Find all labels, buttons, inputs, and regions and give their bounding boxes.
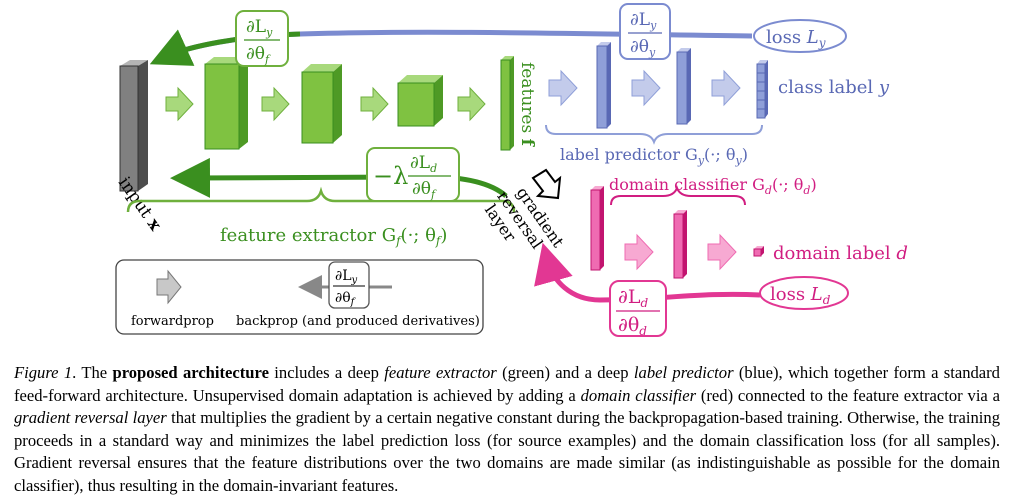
feature-block-3: [397, 75, 443, 127]
svg-text:∂Ly: ∂Ly: [246, 17, 273, 39]
svg-text:∂Ly: ∂Ly: [335, 268, 358, 286]
figure-caption: Figure 1. The proposed architecture incl…: [14, 362, 1000, 497]
forward-arrows-blue: [548, 69, 741, 107]
label-predictor-layer-1: [596, 42, 611, 129]
feature-block-2: [301, 64, 342, 144]
caption-text: includes a deep: [268, 363, 385, 382]
label-predictor-brace: [545, 124, 763, 145]
svg-text:∂Ld: ∂Ld: [410, 153, 437, 175]
architecture-diagram: input x features f feature extractor Gf(…: [114, 3, 908, 338]
domain-classifier-label: domain classifier Gd(·; θd): [609, 175, 817, 197]
caption-bold: proposed architecture: [112, 363, 269, 382]
svg-text:loss Ld: loss Ld: [770, 284, 831, 307]
svg-text:−λ: −λ: [373, 162, 408, 190]
legend-forward-icon: [156, 269, 182, 305]
caption-italic: domain classifier: [580, 385, 697, 405]
forward-arrow-lp-2: [631, 69, 661, 107]
derivative-ld-thetad: ∂Ld ∂θd: [609, 280, 667, 338]
svg-text:loss Ly: loss Ly: [766, 27, 826, 50]
svg-text:∂θd: ∂θd: [618, 314, 647, 338]
label-predictor-layer-2: [676, 48, 691, 125]
forward-arrow-lp-1: [548, 69, 578, 107]
label-predictor-label: label predictor Gy(·; θy): [560, 145, 748, 167]
forward-arrow-2: [261, 86, 290, 122]
svg-text:∂Ld: ∂Ld: [618, 286, 648, 310]
caption-text: (blue), which together form a standard f…: [14, 363, 1000, 405]
caption-italic: gradient reversal layer: [14, 408, 167, 427]
grl-arrow: [531, 168, 562, 200]
features-label: features f: [517, 62, 537, 148]
class-label: class label y: [778, 77, 890, 98]
forward-arrow-lp-3: [711, 69, 741, 107]
derivative-ly-thetaf: ∂Ly ∂θf: [235, 10, 289, 67]
forward-arrows-green: [165, 86, 486, 122]
derivative-neg-lambda-ld-thetaf: −λ ∂Ld ∂θf: [366, 147, 460, 202]
domain-classifier-brace: [610, 185, 746, 206]
svg-text:∂θf: ∂θf: [335, 290, 357, 308]
feature-extractor-label: feature extractor Gf(·; θf): [220, 225, 447, 248]
legend-forward-label: forwardprop: [131, 314, 214, 329]
legend: forwardprop ∂Ly ∂θf backprop (and produc…: [115, 259, 484, 335]
loss-d-node: loss Ld: [759, 276, 849, 310]
feature-extractor-brace: [126, 186, 516, 213]
svg-text:∂θy: ∂θy: [630, 37, 656, 59]
forward-arrow-3: [360, 86, 389, 122]
caption-prefix: Figure 1: [14, 363, 73, 382]
caption-italic: label predictor: [633, 363, 734, 382]
forward-arrow-4: [457, 86, 486, 122]
loss-y-node: loss Ly: [753, 19, 847, 53]
input-layer: [119, 60, 148, 192]
domain-classifier-layer-1: [590, 186, 604, 271]
legend-backprop-label: backprop (and produced derivatives): [236, 314, 480, 329]
caption-text: . The: [72, 363, 113, 382]
forward-arrow-dc-2: [707, 233, 737, 271]
feature-block-1: [204, 57, 248, 150]
forward-arrow-dc-1: [624, 233, 654, 271]
caption-text: that multiplies the gradient by a certai…: [14, 408, 1000, 495]
domain-classifier-layer-2: [673, 210, 687, 279]
class-output-layer: [756, 60, 768, 119]
domain-output: [753, 246, 764, 257]
caption-italic: feature extractor: [384, 363, 497, 382]
svg-text:∂Ly: ∂Ly: [630, 10, 657, 32]
domain-label: domain label d: [773, 243, 908, 264]
features-layer: [500, 56, 514, 151]
caption-text: (green) and a deep: [496, 363, 634, 382]
forward-arrow-1: [165, 86, 194, 122]
svg-text:∂θf: ∂θf: [246, 44, 271, 66]
caption-text: (red) connected to the feature extractor…: [696, 385, 1000, 405]
forward-arrows-pink: [624, 233, 737, 271]
derivative-ly-thetay: ∂Ly ∂θy: [619, 3, 671, 60]
svg-text:∂θf: ∂θf: [412, 179, 437, 201]
